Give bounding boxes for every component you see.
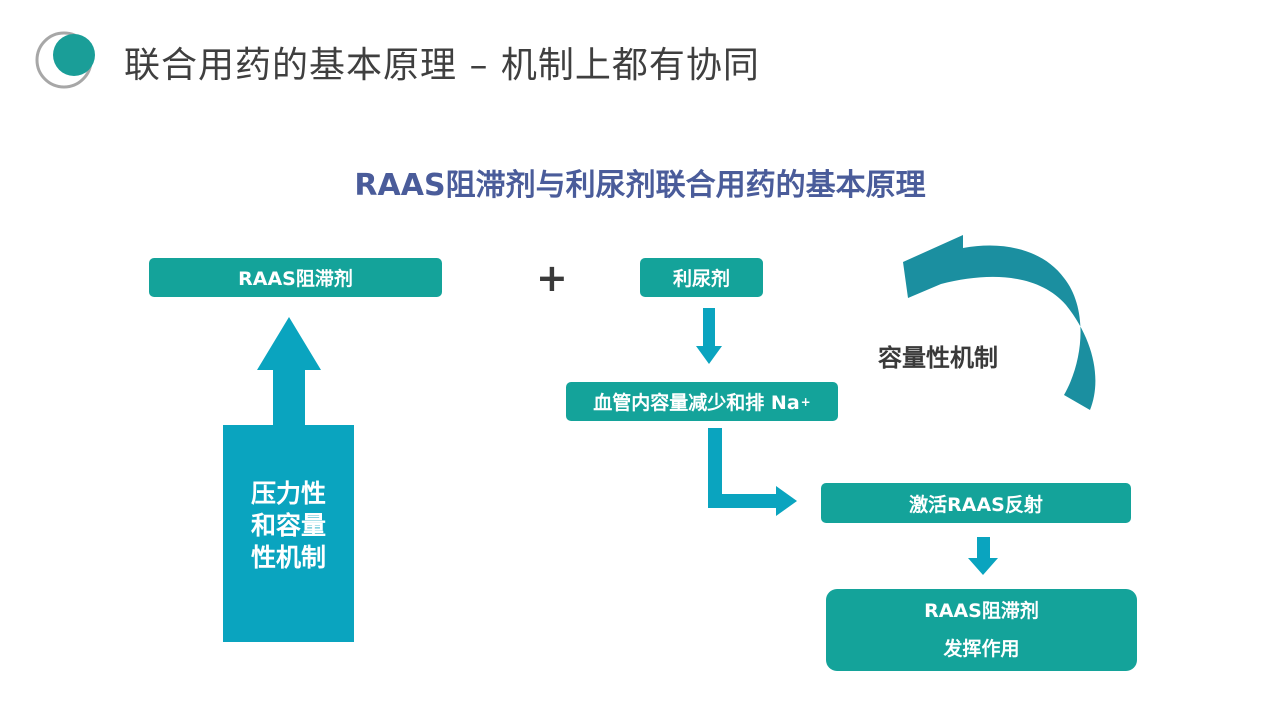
page-title: 联合用药的基本原理 – 机制上都有协同: [124, 45, 760, 86]
activate-raas-box: 激活RAAS反射: [821, 483, 1131, 523]
raas-effect-line1: RAAS阻滞剂: [924, 600, 1039, 622]
arrow-down-diuretic: [696, 308, 722, 364]
curved-feedback-arrow: [903, 235, 1096, 410]
big-up-arrow: [223, 317, 354, 642]
big-arrow-line-2: 和容量: [250, 511, 326, 540]
diuretic-label: 利尿剂: [672, 268, 730, 290]
activate-raas-label: 激活RAAS反射: [909, 493, 1043, 516]
arrow-elbow-activate: [708, 428, 797, 516]
plus-sign: +: [536, 256, 568, 300]
raas-effect-line2: 发挥作用: [943, 638, 1020, 660]
raas-blocker-label: RAAS阻滞剂: [238, 268, 353, 290]
big-arrow-line-3: 性机制: [250, 543, 326, 572]
diuretic-box: 利尿剂: [640, 258, 763, 297]
raas-blocker-box: RAAS阻滞剂: [149, 258, 442, 297]
sodium-plus-superscript: +: [800, 394, 811, 409]
volume-mechanism-label: 容量性机制: [878, 344, 998, 372]
arrow-down-activate: [968, 537, 998, 575]
diagram-subtitle: RAAS阻滞剂与利尿剂联合用药的基本原理: [354, 168, 926, 203]
volume-reduction-label: 血管内容量减少和排 Na: [593, 392, 800, 414]
raas-effect-box: RAAS阻滞剂 发挥作用: [826, 589, 1137, 671]
big-arrow-line-1: 压力性: [250, 479, 326, 508]
logo-circles-icon: [35, 31, 95, 89]
volume-reduction-box: 血管内容量减少和排 Na+: [566, 382, 838, 421]
big-arrow-text: 压力性 和容量 性机制: [223, 478, 354, 574]
